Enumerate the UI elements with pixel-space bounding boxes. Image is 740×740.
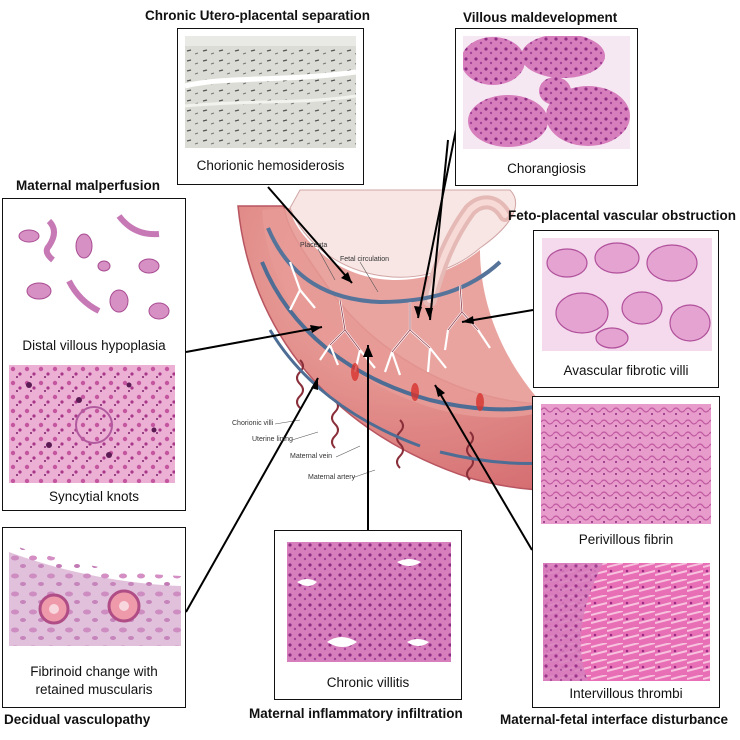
micrograph-intervillous-thrombi <box>543 563 710 681</box>
panel-chorionic-hemosiderosis: Chorionic hemosiderosis <box>177 28 364 185</box>
label-placenta: Placenta <box>300 242 328 249</box>
micrograph-chorangiosis <box>463 36 630 149</box>
heading-maternal-fetal-interface-disturbance: Maternal-fetal interface disturbance <box>500 712 729 727</box>
panel-chorangiosis: Chorangiosis <box>455 28 638 186</box>
label-uterine-lining: Uterine lining <box>252 436 293 443</box>
label-fetal-circulation: Fetal circulation <box>340 256 390 263</box>
caption-chorionic-hemosiderosis: Chorionic hemosiderosis <box>196 158 345 173</box>
heading-maternal-malperfusion: Maternal malperfusion <box>16 178 161 193</box>
panel-maternal-fetal-interface: Perivillous fibrin Intervillous thrombi <box>532 396 720 708</box>
panel-chronic-villitis: Chronic villitis <box>274 530 462 700</box>
heading-maternal-inflammatory-infiltration: Maternal inflammatory infiltration <box>249 706 463 721</box>
spiral-arteries <box>296 359 474 481</box>
caption-fibrinoid-line2: retained muscularis <box>35 682 153 697</box>
caption-distal-villous-hypoplasia: Distal villous hypoplasia <box>22 338 166 353</box>
micrograph-perivillous-fibrin <box>541 404 711 524</box>
micrograph-distal-villous-hypoplasia <box>9 206 179 330</box>
label-chorionic-villi: Chorionic villi <box>232 420 274 427</box>
caption-chorangiosis: Chorangiosis <box>507 161 586 176</box>
panel-decidual-vasculopathy: Fibrinoid change with retained musculari… <box>2 527 186 708</box>
connector-arrows <box>185 99 534 613</box>
caption-chronic-villitis: Chronic villitis <box>326 675 410 690</box>
heading-villous-maldevelopment: Villous maldevelopment <box>463 10 618 25</box>
micrograph-syncytial-knots <box>9 365 175 483</box>
micrograph-chronic-villitis <box>287 542 451 662</box>
panel-maternal-malperfusion: Distal villous hypoplasia Syncytial knot… <box>2 198 186 511</box>
label-maternal-vein: Maternal vein <box>290 453 333 460</box>
heading-decidual-vasculopathy: Decidual vasculopathy <box>4 712 151 727</box>
caption-syncytial-knots: Syncytial knots <box>48 489 140 504</box>
micrograph-fibrinoid-change <box>9 534 181 646</box>
heading-fetoplacental-vascular-obstruction: Feto-placental vascular obstruction <box>508 208 737 223</box>
caption-avascular-fibrotic-villi: Avascular fibrotic villi <box>563 363 689 378</box>
micrograph-avascular-fibrotic-villi <box>542 238 712 351</box>
placental-tissue <box>262 208 548 418</box>
label-maternal-artery: Maternal artery <box>308 474 356 481</box>
panel-avascular-fibrotic-villi: Avascular fibrotic villi <box>533 230 719 388</box>
caption-fibrinoid-line1: Fibrinoid change with <box>30 664 158 679</box>
caption-perivillous-fibrin: Perivillous fibrin <box>578 532 674 547</box>
maternal-blood-jets <box>351 363 484 411</box>
micrograph-chorionic-hemosiderosis <box>185 36 356 148</box>
caption-intervillous-thrombi: Intervillous thrombi <box>569 686 683 701</box>
heading-chronic-uteroplacental-separation: Chronic Utero-placental separation <box>145 8 371 23</box>
